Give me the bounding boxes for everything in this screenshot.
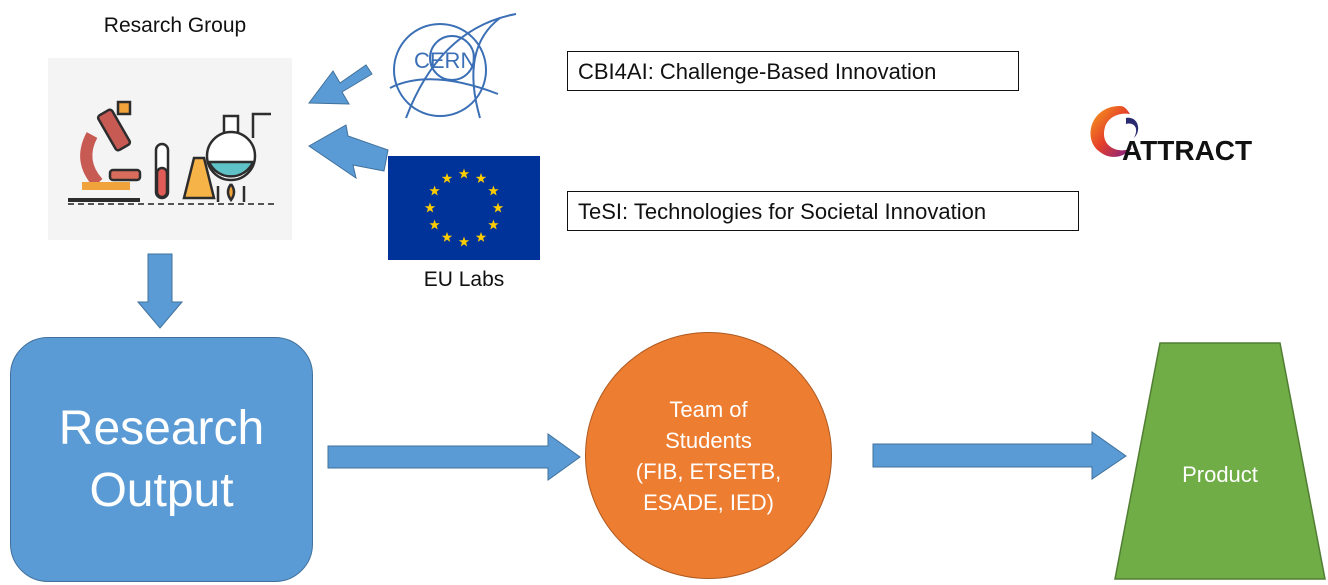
team-line-2: Students [665,427,752,453]
product-trapezoid [1114,342,1326,580]
lab-equipment-icon [68,100,274,205]
eu-star-icon [429,185,440,196]
attract-logo-text: ATTRACT [1122,135,1252,166]
team-line-1: Team of [669,396,748,422]
program-tesi: TeSI: Technologies for Societal Innovati… [567,191,1079,231]
arrow-eu-to-lab [308,124,389,180]
eu-star-icon [424,202,436,213]
cern-logo-text: CERN [414,48,476,73]
team-line-4: ESADE, IED) [643,489,774,515]
eu-star-icon [441,231,453,242]
team-of-students-circle: Team of Students (FIB, ETSETB, ESADE, IE… [585,332,832,579]
research-lab-illustration [48,58,292,240]
eu-labs-label: EU Labs [423,268,505,291]
eu-star-icon [458,236,470,247]
arrow-lab-to-output [136,253,184,329]
arrow-output-to-team [327,433,581,481]
research-group-title: Resarch Group [103,14,247,37]
eu-star-icon [441,173,453,183]
arrow-cern-to-lab [308,64,373,105]
attract-logo: ATTRACT [1090,106,1252,166]
arrow-team-to-product [872,431,1127,480]
eu-star-icon [492,202,504,213]
team-line-3: (FIB, ETSETB, [635,458,782,484]
eu-star-icon [429,219,440,230]
cern-logo: CERN [389,13,517,119]
program-cbi4ai: CBI4AI: Challenge-Based Innovation [567,51,1019,91]
research-output-line1: Research [58,401,265,455]
eu-star-icon [475,173,487,183]
eu-star-icon [488,185,499,196]
eu-flag-icon [388,156,540,260]
eu-star-icon [458,168,470,179]
eu-star-icon [488,219,499,230]
research-output-box: Research Output [10,337,313,582]
eu-star-icon [475,231,487,242]
product-label: Product [1182,462,1258,487]
research-output-line2: Output [89,463,234,517]
